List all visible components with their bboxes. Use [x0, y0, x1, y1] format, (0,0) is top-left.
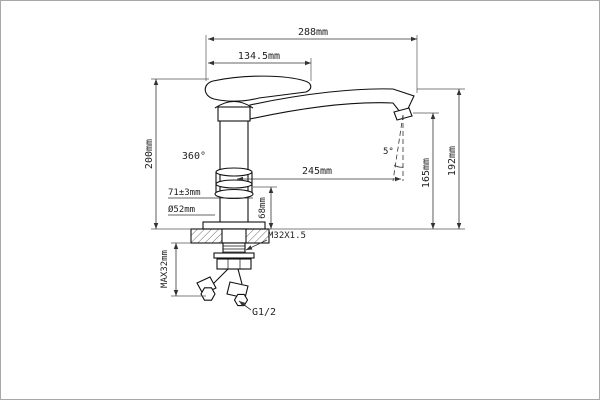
label-spout-top-height: 192mm [447, 146, 458, 176]
leader-m32 [245, 239, 268, 251]
base-ring [214, 188, 254, 200]
label-overall-height-left: 200mm [144, 139, 155, 169]
dimension-labels: 288mm 134.5mm 200mm 360° 245mm 165mm 192… [144, 27, 458, 318]
aerator-outline [393, 107, 413, 121]
label-inlet-connection: G1/2 [252, 307, 276, 318]
label-spout-reach: 245mm [302, 166, 332, 177]
label-swivel-rotation: 360° [182, 151, 206, 162]
label-body-above-deck: 68mm [258, 197, 268, 219]
fitting-left-nut [200, 287, 216, 301]
shank-through-deck [221, 228, 247, 244]
outlet-axis-tilted [392, 114, 404, 182]
hose-right [237, 268, 243, 285]
mounting-washer [213, 252, 255, 259]
label-overall-width: 288mm [298, 27, 328, 38]
faucet-outline [190, 75, 415, 307]
dimension-lines [153, 36, 462, 311]
handle-outline [204, 75, 312, 102]
base-flange [202, 221, 266, 230]
angle-arc-5 [393, 164, 404, 168]
fitting-right-nut [233, 293, 249, 307]
label-max-deck-thickness: MAX32mm [160, 250, 170, 288]
swivel-ring-lower [215, 179, 253, 189]
label-base-diameter: Ø52mm [168, 204, 195, 215]
body-dome [214, 100, 254, 109]
body-collar [217, 106, 251, 122]
hose-left [211, 268, 229, 286]
label-outlet-angle: 5° [383, 147, 394, 157]
label-outlet-height: 165mm [421, 158, 432, 188]
mounting-nut [216, 258, 252, 270]
leader-g12 [238, 300, 252, 311]
label-handle-length: 134.5mm [238, 51, 280, 62]
label-mounting-thread: M32X1.5 [268, 231, 306, 241]
swivel-ring-upper [215, 167, 253, 177]
label-base-height: 71±3mm [168, 188, 201, 198]
